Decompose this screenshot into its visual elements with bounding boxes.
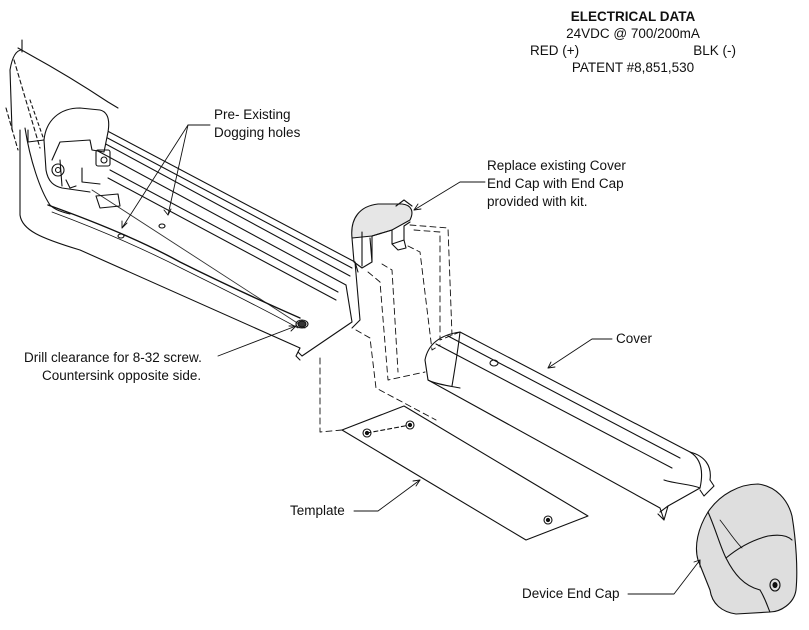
wire-colors: RED (+) BLK (-) <box>520 42 746 59</box>
replacement-end-cap <box>351 199 413 269</box>
template-part <box>341 405 589 541</box>
device-end-cap-part <box>695 483 798 615</box>
label-device-end-cap: Device End Cap <box>522 586 620 601</box>
label-end-cap-line3: provided with kit. <box>487 194 588 209</box>
wire-black: BLK (-) <box>693 43 736 58</box>
alignment-lines <box>319 224 461 433</box>
label-cover: Cover <box>616 331 653 346</box>
cover-part <box>424 331 715 521</box>
label-drill-line1: Drill clearance for 8-32 screw. <box>24 350 202 365</box>
label-template: Template <box>290 503 345 518</box>
wire-red: RED (+) <box>530 43 580 58</box>
existing-device-body <box>5 39 361 361</box>
leader-lines <box>121 124 701 595</box>
patent-number: PATENT #8,851,530 <box>571 60 695 75</box>
label-dogging-holes-line2: Dogging holes <box>214 125 301 140</box>
electrical-data-block: ELECTRICAL DATA 24VDC @ 700/200mA RED (+… <box>520 8 746 76</box>
electrical-data-title: ELECTRICAL DATA <box>570 9 696 24</box>
electrical-rating: 24VDC @ 700/200mA <box>566 26 700 41</box>
label-drill-line2: Countersink opposite side. <box>42 368 202 383</box>
label-end-cap-line2: End Cap with End Cap <box>487 176 624 191</box>
label-end-cap-line1: Replace existing Cover <box>487 158 626 173</box>
label-dogging-holes-line1: Pre- Existing <box>214 107 291 122</box>
